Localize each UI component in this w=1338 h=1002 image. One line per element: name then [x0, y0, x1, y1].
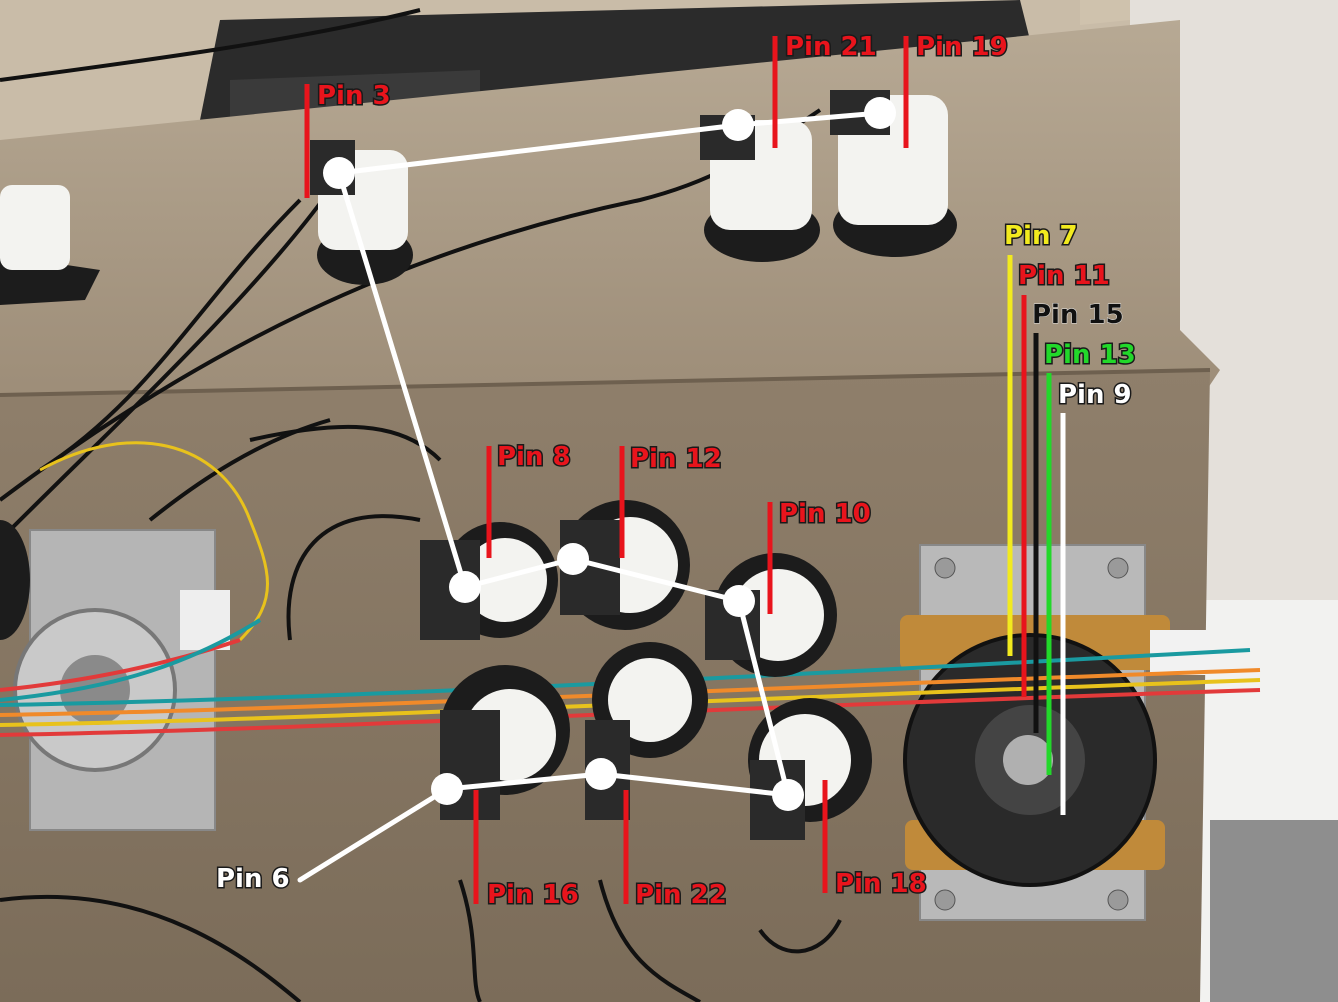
device-right [1210, 820, 1338, 1002]
pin7-label: Pin 7 [1004, 221, 1078, 251]
pin12-label: Pin 12 [630, 444, 722, 474]
top-button-left [0, 185, 100, 305]
pin22-label: Pin 22 [635, 880, 727, 910]
joystick-right [900, 544, 1210, 921]
top-button-pin21 [700, 115, 820, 262]
pin19-label: Pin 19 [916, 32, 1008, 62]
pin10-label: Pin 10 [779, 499, 871, 529]
wood-corner [1080, 0, 1130, 25]
ground-wire-joints [323, 97, 896, 811]
button-pin16 [440, 665, 570, 820]
pin8-label: Pin 8 [497, 442, 571, 472]
pin16-label: Pin 16 [487, 880, 579, 910]
button-pin12 [560, 500, 690, 630]
pin21-label: Pin 21 [785, 32, 877, 62]
pin6-label: Pin 6 [216, 864, 290, 894]
pin13-label: Pin 13 [1044, 340, 1136, 370]
pin9-label: Pin 9 [1058, 380, 1132, 410]
yellow-wire-loop [39, 441, 269, 642]
pin-markers [304, 36, 1066, 904]
pin3-label: Pin 3 [317, 81, 391, 111]
pin-labels: Pin 3 Pin 21 Pin 19 Pin 7 Pin 11 Pin 15 … [215, 31, 1138, 912]
button-left-edge [0, 520, 30, 640]
joystick-left [13, 529, 230, 831]
top-buttons [0, 90, 957, 305]
pin15-label: Pin 15 [1032, 300, 1124, 330]
pin11-label: Pin 11 [1018, 261, 1110, 291]
pin18-label: Pin 18 [835, 869, 927, 899]
top-button-pin3 [310, 140, 413, 285]
